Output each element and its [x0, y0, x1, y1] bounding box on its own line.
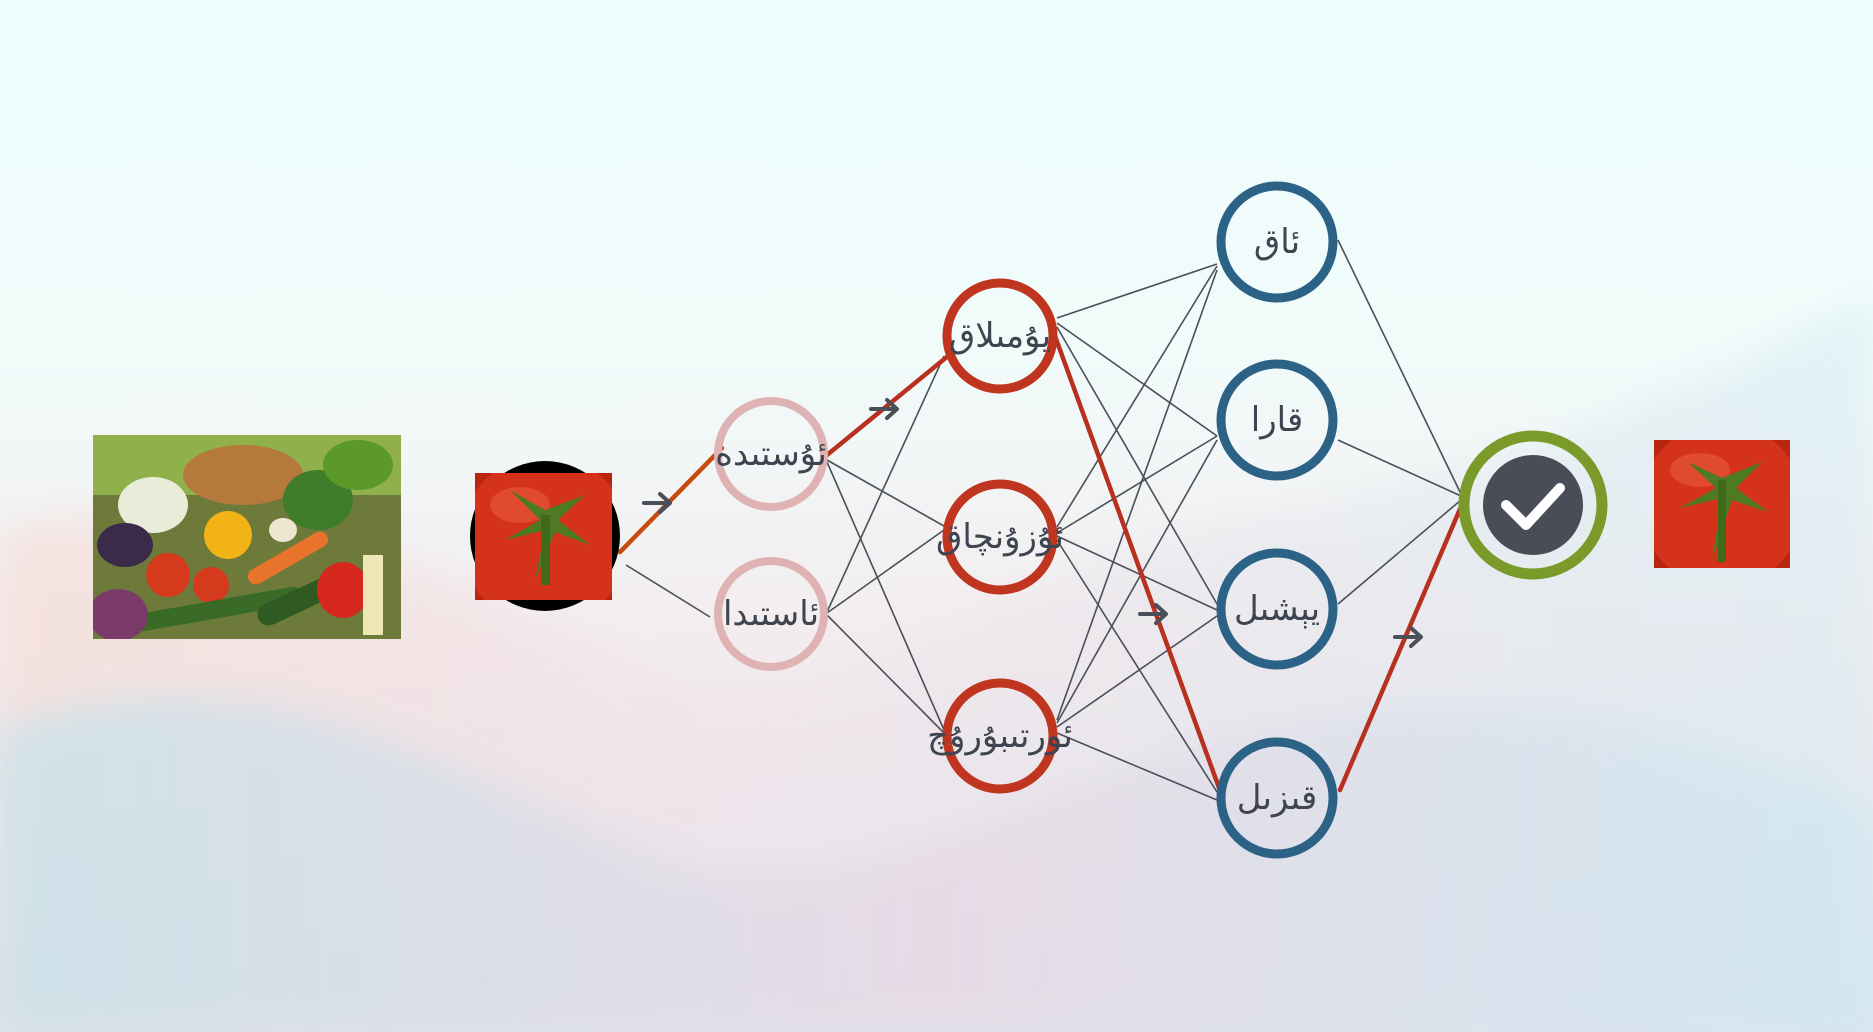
path-input-a1	[617, 445, 725, 555]
connection-edges	[625, 239, 1462, 801]
layer-1-nodes	[714, 397, 828, 671]
edge-b2-c1	[1056, 265, 1218, 528]
layer-3-nodes	[1216, 181, 1338, 859]
arrow-icon	[642, 492, 672, 514]
node-c4-label: قىزىل	[1237, 778, 1317, 818]
node-c2-label: قارا	[1251, 400, 1303, 440]
node-b1-label: يۇمىلاق	[949, 316, 1051, 356]
edge-c2-out	[1337, 439, 1462, 497]
path-c4-out	[1337, 499, 1466, 793]
path-a1-b1	[824, 353, 951, 458]
edge-c1-out	[1337, 239, 1462, 495]
edge-b2-c4	[1056, 539, 1218, 793]
node-c3	[1216, 548, 1338, 670]
node-c2	[1216, 359, 1338, 481]
edge-a1-b3	[826, 461, 945, 731]
input-node	[470, 461, 620, 611]
vegetables-photo	[93, 435, 401, 639]
node-a2	[714, 557, 828, 671]
edge-b2-c3	[1056, 535, 1218, 611]
edge-b3-c2	[1056, 439, 1218, 724]
tomato-photo	[1654, 440, 1790, 568]
node-a1	[714, 397, 828, 511]
node-c1	[1216, 181, 1338, 303]
edge-b1-c1	[1056, 263, 1218, 319]
arrow-icon	[1138, 603, 1168, 625]
node-b3-label: ئورتىبۇرۇچ	[927, 716, 1073, 756]
node-b2	[942, 479, 1058, 595]
node-c3-label: يېشىل	[1234, 589, 1320, 629]
edge-a1-b2	[826, 459, 945, 527]
edge-c3-out	[1337, 499, 1462, 605]
node-a1-label: ئۇستىدە	[715, 434, 827, 474]
edge-b3-c4	[1056, 732, 1218, 801]
edge-b1-c2	[1056, 322, 1218, 437]
edge-b3-c1	[1056, 269, 1218, 721]
edge-b2-c2	[1056, 435, 1218, 534]
layer-2-nodes	[942, 278, 1058, 794]
node-c4	[1216, 737, 1338, 859]
node-c1-label: ئاق	[1254, 222, 1300, 262]
arrow-icon	[1393, 626, 1423, 648]
highlighted-path	[617, 333, 1466, 799]
checkmark-icon	[1501, 483, 1565, 530]
edge-a2-b3	[826, 614, 945, 734]
edge-a2-b1	[826, 355, 945, 613]
direction-arrows	[642, 398, 1423, 648]
arrow-icon	[869, 398, 899, 420]
node-b2-label: ئۇزۇنچاق	[936, 517, 1064, 557]
node-b1	[942, 278, 1058, 394]
tomato-photo	[475, 473, 612, 600]
edge-b1-c3	[1056, 326, 1218, 605]
output-node	[1458, 430, 1608, 580]
edge-input-a2	[625, 564, 711, 618]
path-b1-c4	[1052, 333, 1225, 799]
node-b3	[942, 678, 1058, 794]
node-a2-label: ئاستىدا	[723, 594, 819, 634]
edge-a2-b2	[826, 529, 945, 614]
edge-b3-c3	[1056, 615, 1218, 728]
